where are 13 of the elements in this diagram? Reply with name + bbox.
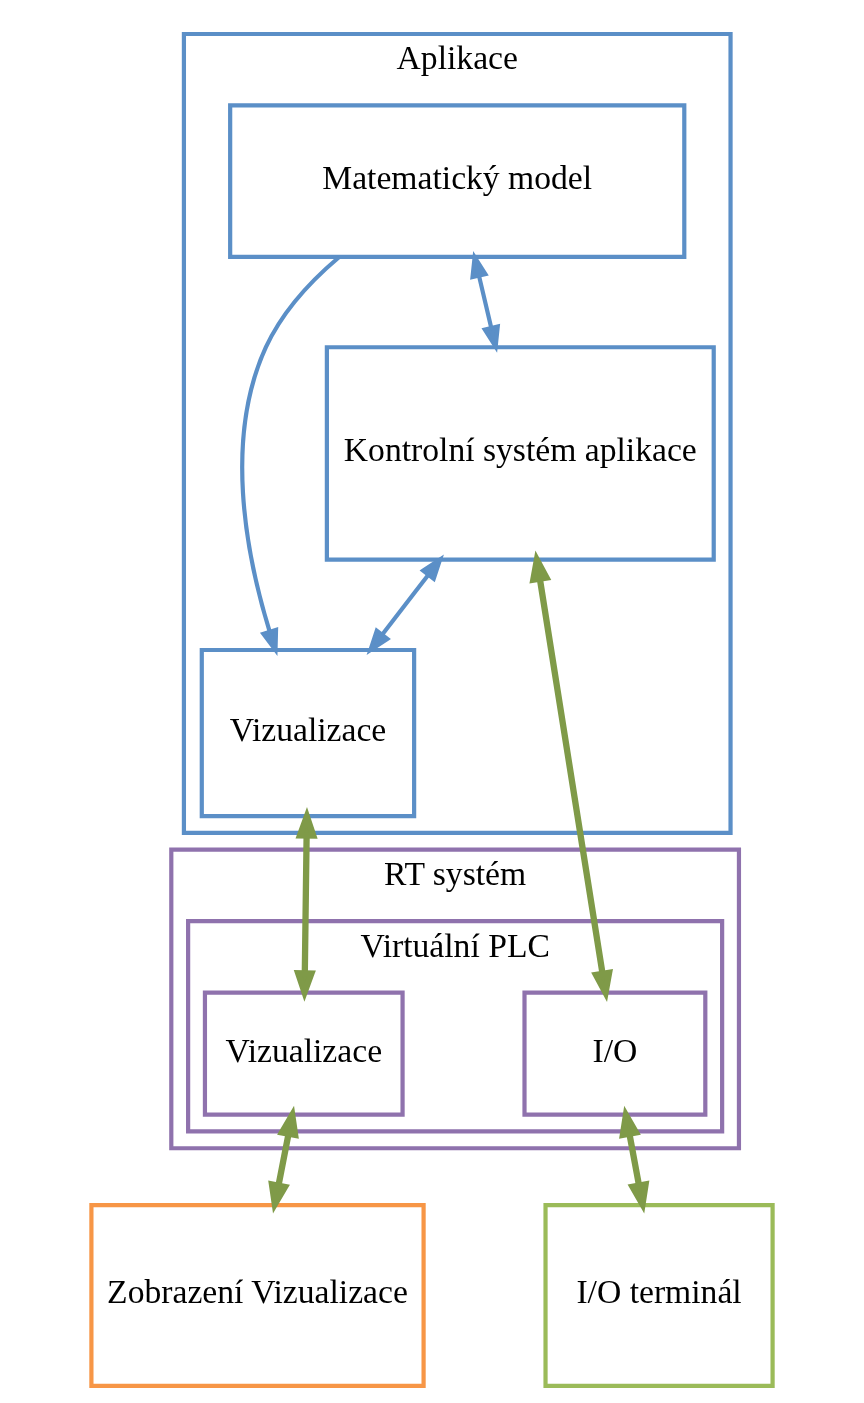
arrow xyxy=(470,251,501,353)
node-box: Vizualizace xyxy=(202,990,405,1117)
arrow xyxy=(268,1105,299,1214)
arrow xyxy=(293,807,318,1002)
node-box: Matematický model xyxy=(228,103,687,259)
node-box: Zobrazení Vizualizace xyxy=(89,1202,426,1388)
arrow xyxy=(529,550,613,1002)
node-box: I/O terminál xyxy=(543,1202,775,1388)
arrow xyxy=(366,554,444,655)
node-box: Kontrolní systém aplikace xyxy=(324,345,716,562)
node-box: Vizualizace xyxy=(199,647,417,819)
arrow xyxy=(619,1105,650,1214)
node-box: I/O xyxy=(522,990,708,1117)
